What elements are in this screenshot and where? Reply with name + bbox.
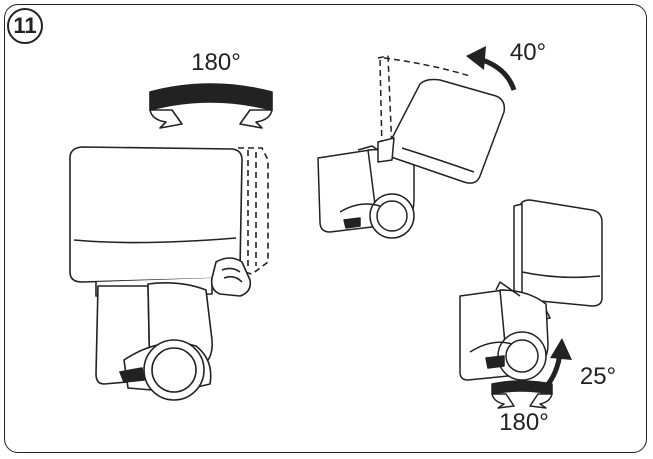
head-tilt-label: 40° [510,39,546,66]
main-rotation-arrow [149,83,273,129]
panel-frame [4,4,647,453]
camera-light-illustration [459,199,603,409]
step-number-badge: 11 [7,8,43,44]
main-rotation-label: 180° [191,49,241,76]
tilt-ghost-outline [377,55,471,151]
camera-rotation-arrow [491,380,553,409]
camera-rotation-label: 180° [499,409,549,436]
camera-tilt-label: 25° [580,363,616,390]
main-rotation-ghost [235,147,269,275]
main-light-illustration [69,83,273,401]
tilt-light-illustration [317,46,517,239]
